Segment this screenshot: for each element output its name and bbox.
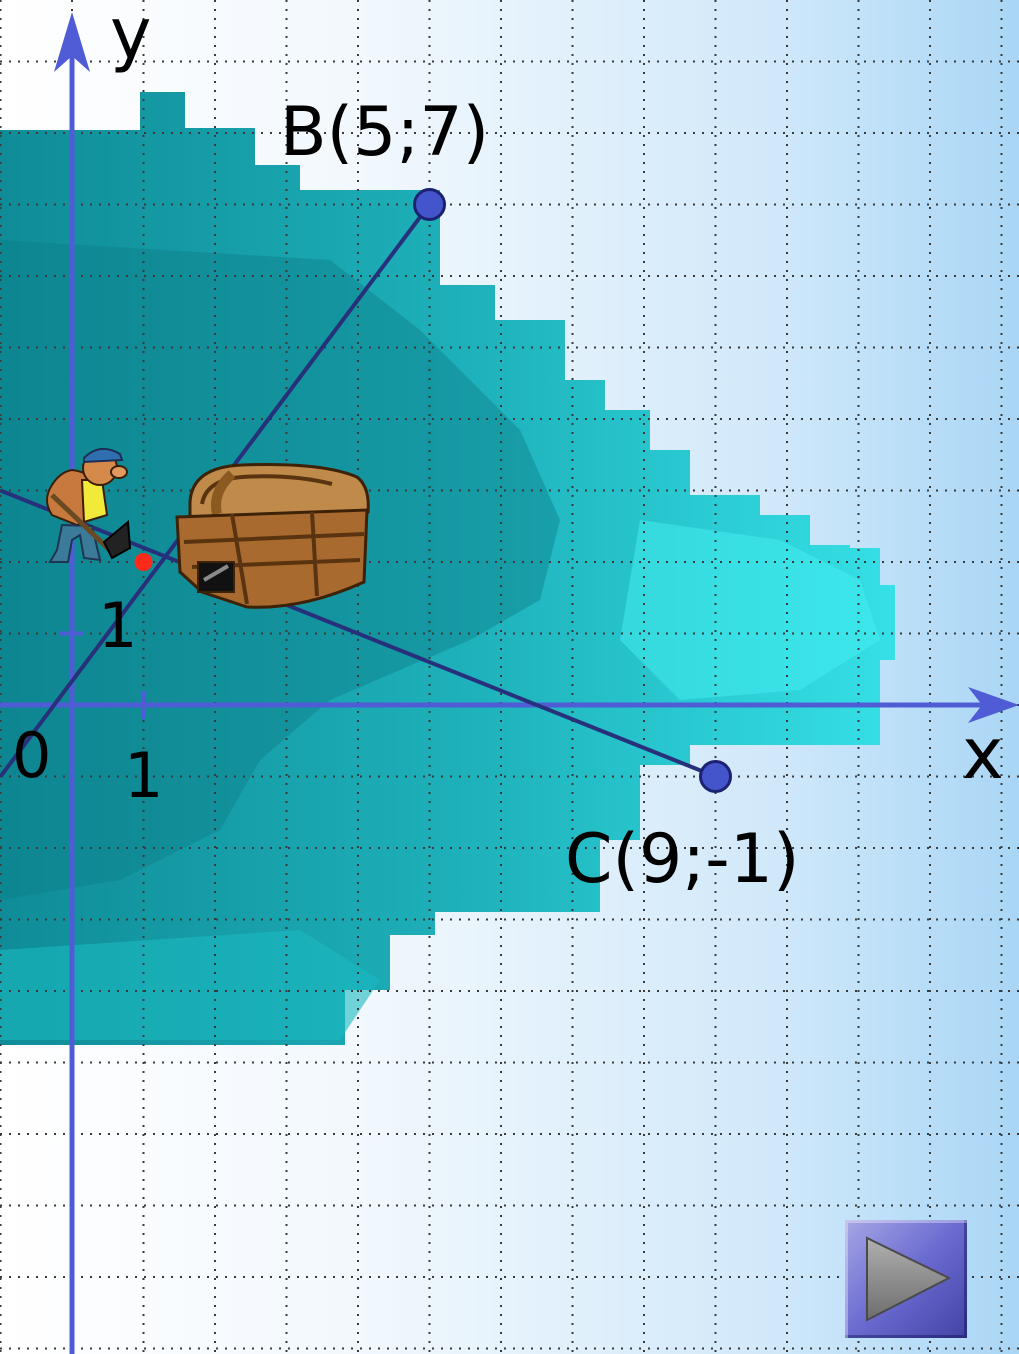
x-tick-label: 1 xyxy=(124,739,163,812)
y-axis-arrow xyxy=(54,12,90,72)
treasure-chest-icon xyxy=(175,463,370,609)
next-slide-button[interactable] xyxy=(845,1220,967,1338)
point-b xyxy=(413,188,446,221)
play-next-icon xyxy=(866,1236,952,1322)
labels: y x 0 1 1 B(5;7) C(9;-1) xyxy=(12,0,1003,899)
origin-label: 0 xyxy=(12,719,51,792)
sea-background xyxy=(0,92,895,1045)
y-tick-label: 1 xyxy=(98,589,137,662)
intersection-point xyxy=(134,553,153,571)
point-b-label: B(5;7) xyxy=(280,93,489,172)
x-axis-arrow xyxy=(968,687,1019,723)
y-axis-label: y xyxy=(110,0,151,75)
point-c-label: C(9;-1) xyxy=(565,820,800,899)
pirate-digger-icon xyxy=(46,447,132,563)
points xyxy=(134,188,732,793)
axes xyxy=(0,12,1019,1354)
point-c xyxy=(699,760,732,793)
x-axis-label: x xyxy=(962,713,1003,795)
